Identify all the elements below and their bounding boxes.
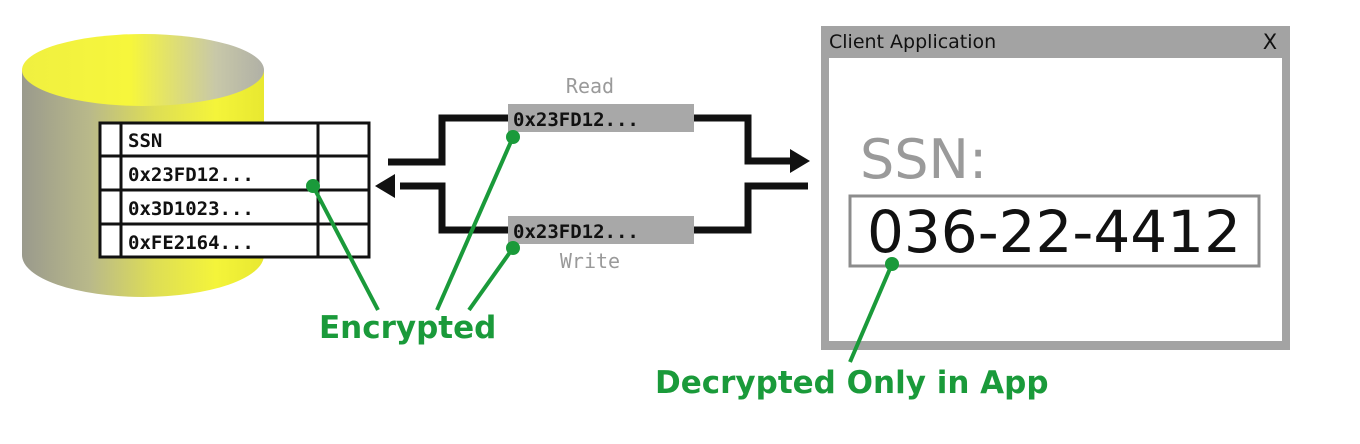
write-value-highlight — [508, 216, 694, 244]
table-row: 0xFE2164... — [128, 232, 254, 254]
annotation-dot — [306, 179, 320, 193]
table-row: 0x23FD12... — [128, 164, 254, 186]
decrypted-label: Decrypted Only in App — [655, 365, 1049, 401]
arrow-left-icon — [375, 174, 395, 198]
write-label: Write — [560, 249, 620, 273]
read-path-connector — [388, 114, 810, 173]
annotation-dot — [885, 257, 899, 271]
read-label: Read — [566, 74, 614, 98]
ssn-field-value: 036-22-4412 — [867, 198, 1241, 266]
close-icon[interactable]: X — [1263, 30, 1277, 54]
write-path-connector — [375, 174, 808, 234]
window-title: Client Application — [829, 31, 996, 53]
decrypted-annotation-leader — [848, 257, 899, 363]
write-value: 0x23FD12... — [513, 221, 639, 243]
encrypted-label: Encrypted — [319, 310, 496, 346]
encrypted-table: SSN 0x23FD12... 0x3D1023... 0xFE2164... — [98, 121, 371, 259]
arrow-right-icon — [790, 149, 810, 173]
client-application-window: Client Application X SSN: 036-22-4412 — [821, 26, 1290, 350]
annotation-dot — [506, 241, 520, 255]
table-row: 0x3D1023... — [128, 198, 254, 220]
ssn-field-label: SSN: — [860, 128, 987, 191]
table-header-ssn: SSN — [128, 130, 162, 152]
read-value-highlight — [508, 104, 694, 132]
encrypted-annotation-leaders — [311, 136, 515, 312]
ssn-field-box — [848, 194, 1261, 268]
annotation-dot — [506, 130, 520, 144]
read-value: 0x23FD12... — [513, 109, 639, 131]
